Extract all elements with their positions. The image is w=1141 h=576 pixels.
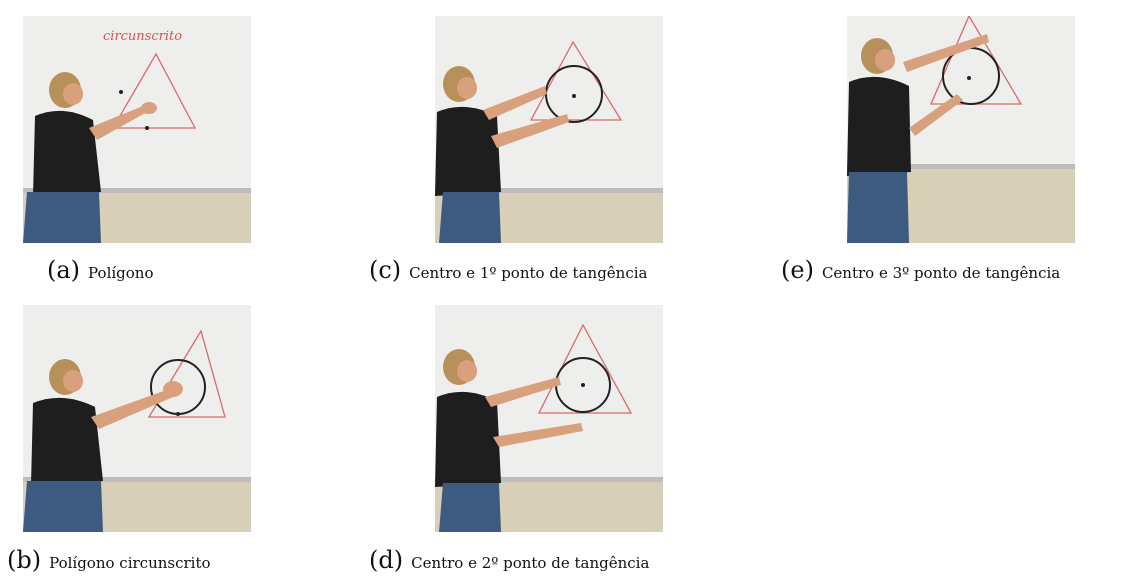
caption-text: Centro e 1º ponto de tangência <box>409 264 648 282</box>
photo-center-tangent-1 <box>435 16 663 243</box>
caption-letter: (a) <box>47 256 81 284</box>
photo-polygon: circunscrito <box>23 16 251 243</box>
caption-text: Polígono circunscrito <box>49 554 211 572</box>
photo-circumscribed-polygon <box>23 305 251 532</box>
caption-letter: (e) <box>781 256 814 284</box>
caption-b: (b) Polígono circunscrito <box>7 546 211 574</box>
photo-center-tangent-3 <box>847 16 1075 243</box>
caption-text: Centro e 2º ponto de tangência <box>411 554 650 572</box>
board-text: circunscrito <box>103 29 182 44</box>
caption-c: (c) Centro e 1º ponto de tangência <box>369 256 647 284</box>
caption-letter: (c) <box>369 256 402 284</box>
photo-center-tangent-2 <box>435 305 663 532</box>
caption-a: (a) Polígono <box>47 256 153 284</box>
caption-letter: (b) <box>7 546 42 574</box>
caption-letter: (d) <box>369 546 404 574</box>
caption-text: Centro e 3º ponto de tangência <box>821 264 1061 282</box>
caption-text: Polígono <box>88 264 154 282</box>
caption-d: (d) Centro e 2º ponto de tangência <box>369 546 649 574</box>
caption-e: (e) Centro e 3º ponto de tangência <box>781 256 1060 284</box>
